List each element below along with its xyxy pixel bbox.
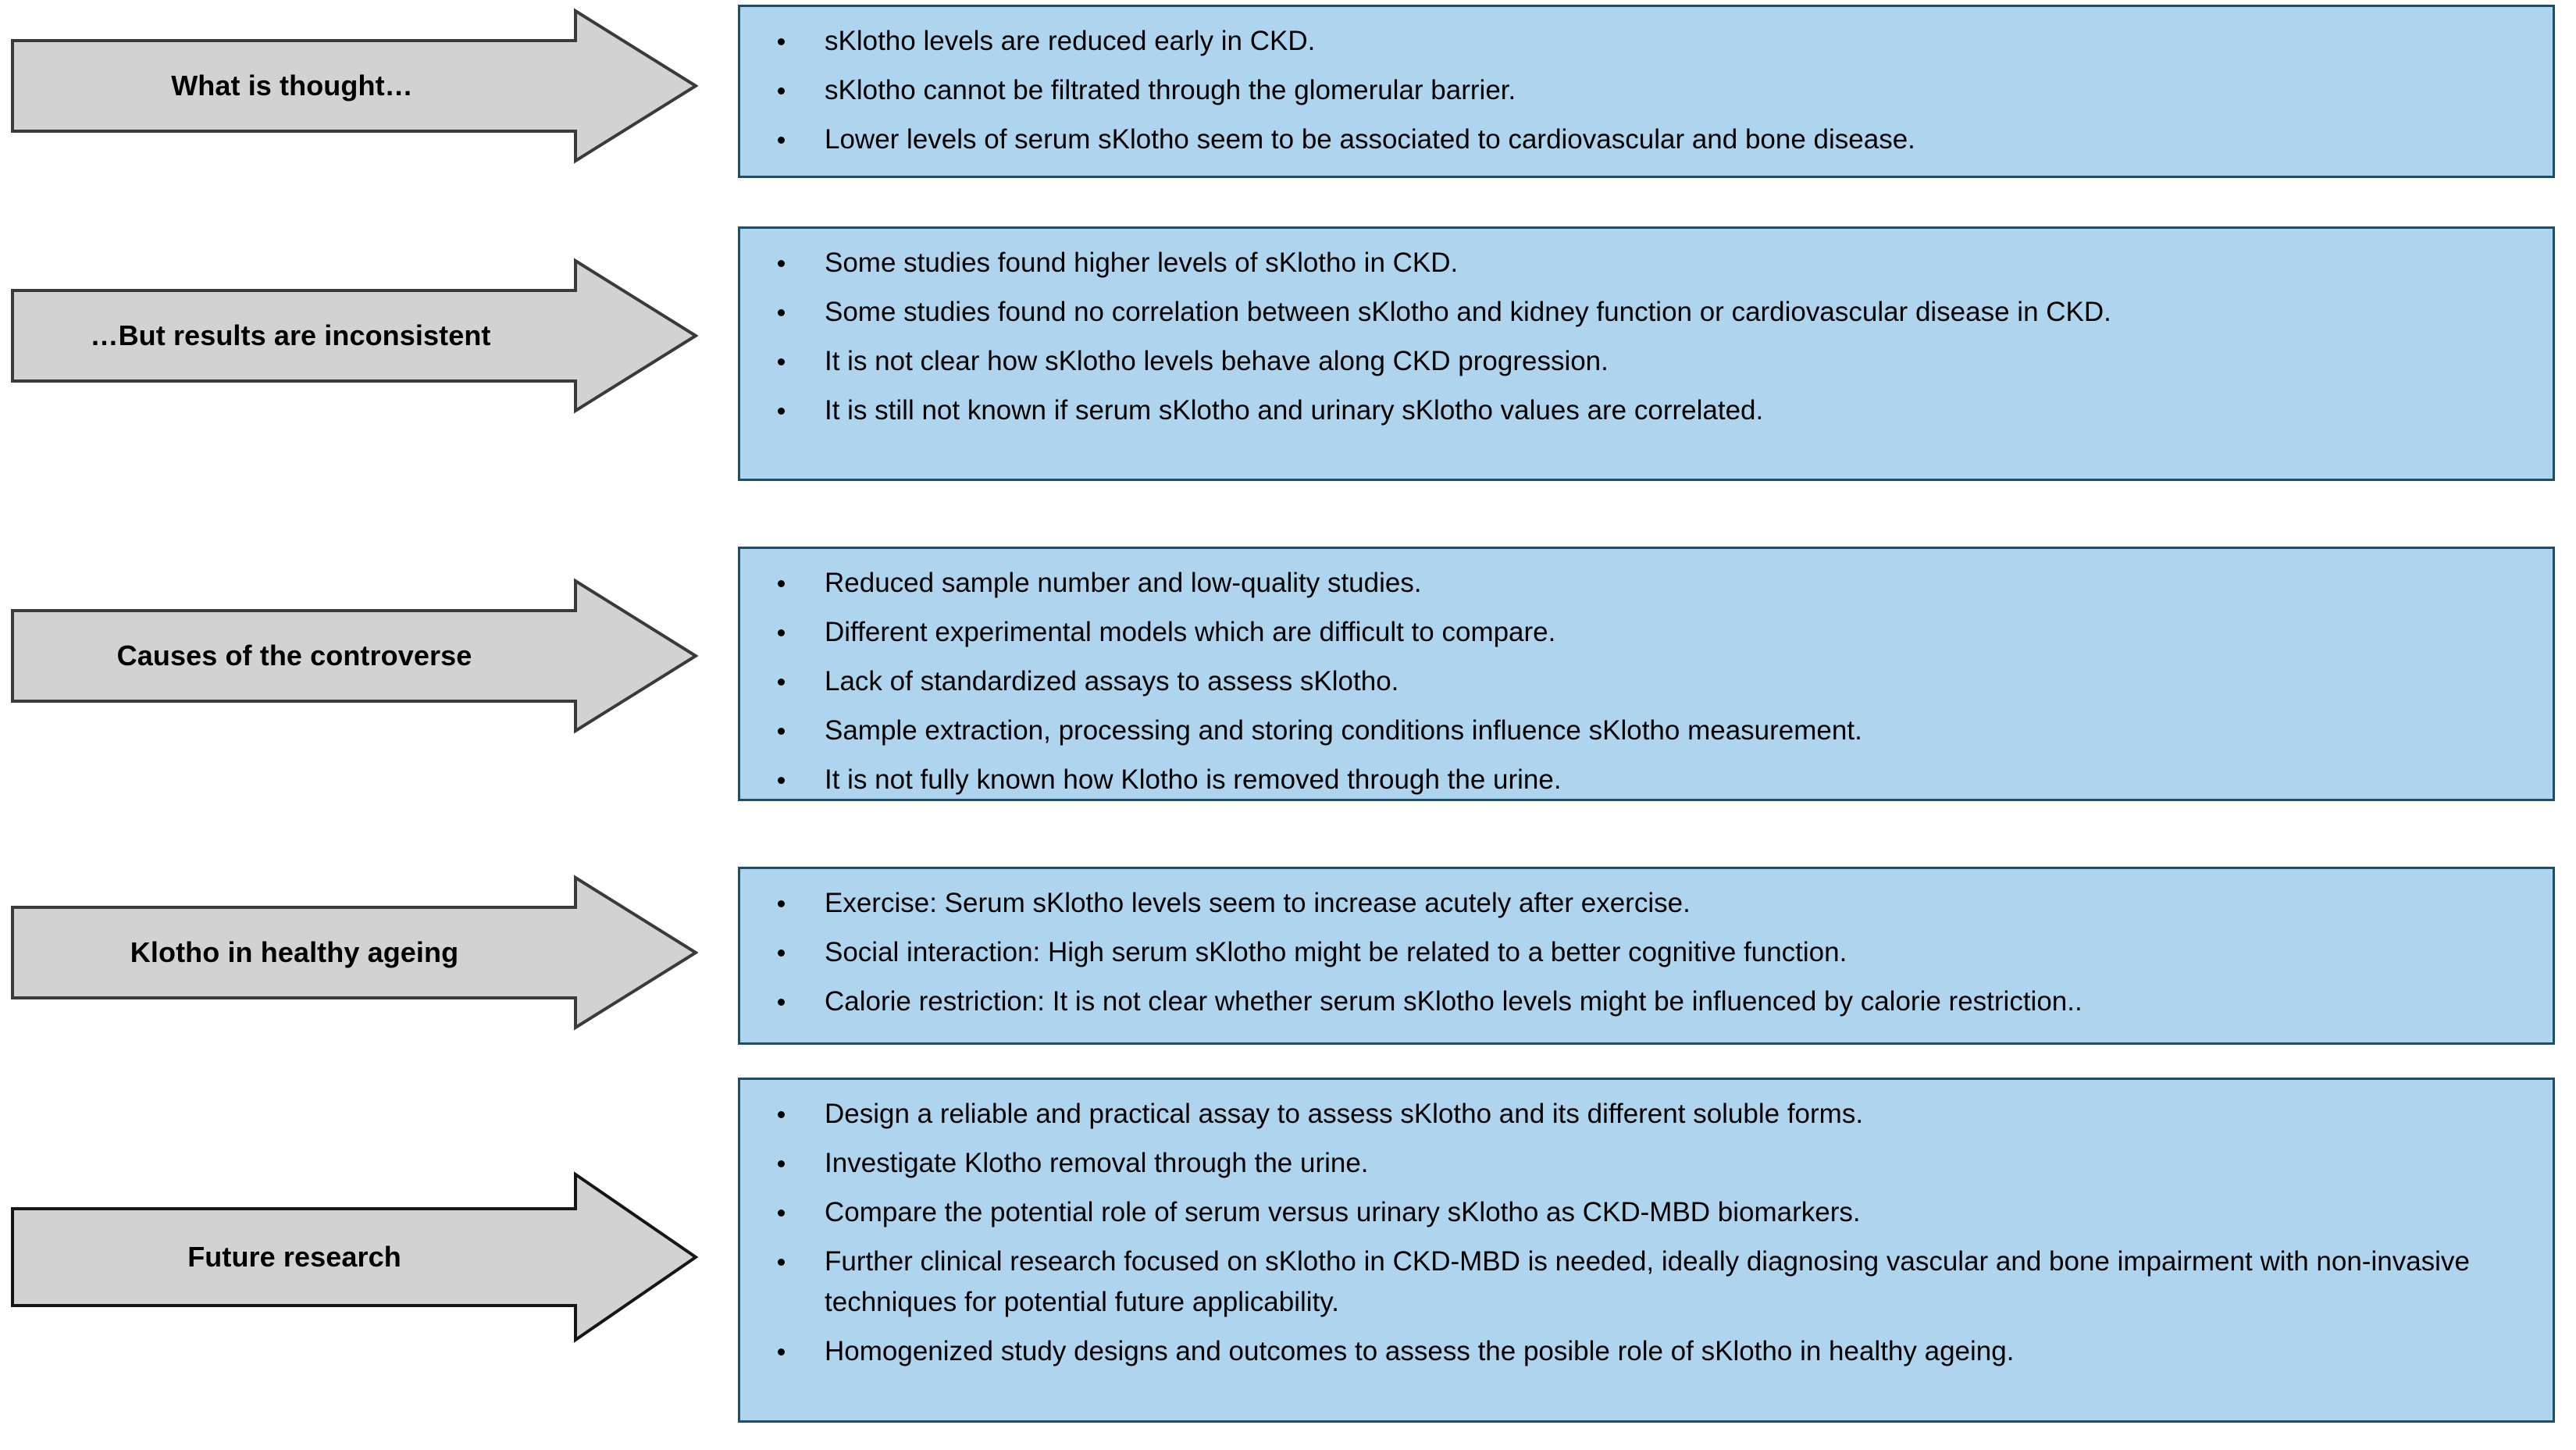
arrow-klotho-in-healthy-ageing: Klotho in healthy ageing — [11, 875, 698, 1031]
bullet-text: Sample extraction, processing and storin… — [825, 715, 1862, 746]
bullet-text: Investigate Klotho removal through the u… — [825, 1148, 1369, 1178]
list-item: Design a reliable and practical assay to… — [764, 1094, 2532, 1135]
bullet-dot-icon — [778, 777, 785, 784]
list-item: sKlotho levels are reduced early in CKD. — [764, 21, 2532, 62]
right-arrow-icon — [11, 1171, 698, 1343]
section-row-klotho-in-healthy-ageing: Klotho in healthy ageing Exercise: Serum… — [0, 851, 2576, 1078]
arrow-label-future-research: Future research — [187, 1241, 401, 1273]
bullet-dot-icon — [778, 87, 785, 94]
bullet-text: It is not fully known how Klotho is remo… — [825, 764, 1562, 795]
list-item: Investigate Klotho removal through the u… — [764, 1143, 2532, 1184]
bullet-text: Compare the potential role of serum vers… — [825, 1197, 1861, 1227]
arrow-causes-of-the-controverse: Causes of the controverse — [11, 578, 698, 734]
bullet-dot-icon — [778, 900, 785, 907]
bullet-text: Reduced sample number and low-quality st… — [825, 568, 1422, 598]
bullet-dot-icon — [778, 1259, 785, 1266]
bullet-text: Some studies found no correlation betwee… — [825, 297, 2111, 327]
bullet-text: It is not clear how sKlotho levels behav… — [825, 346, 1609, 376]
list-item: Compare the potential role of serum vers… — [764, 1192, 2532, 1233]
bullet-dot-icon — [778, 137, 785, 144]
bullet-text: Social interaction: High serum sKlotho m… — [825, 937, 1847, 967]
bullet-text: Lower levels of serum sKlotho seem to be… — [825, 124, 1915, 155]
bullet-text: sKlotho levels are reduced early in CKD. — [825, 26, 1316, 56]
arrow-but-results-are-inconsistent: …But results are inconsistent — [11, 258, 698, 414]
list-item: Different experimental models which are … — [764, 612, 2532, 653]
bullet-text: Different experimental models which are … — [825, 617, 1556, 647]
list-item: Lack of standardized assays to assess sK… — [764, 661, 2532, 702]
bullet-dot-icon — [778, 1348, 785, 1356]
list-item: Further clinical research focused on sKl… — [764, 1242, 2532, 1323]
content-box-future-research: Design a reliable and practical assay to… — [738, 1078, 2555, 1423]
list-item: Sample extraction, processing and storin… — [764, 711, 2532, 751]
bullet-dot-icon — [778, 309, 785, 316]
list-item: sKlotho cannot be filtrated through the … — [764, 70, 2532, 111]
arrow-label-what-is-thought: What is thought… — [171, 69, 413, 102]
bullet-dot-icon — [778, 999, 785, 1006]
bullet-dot-icon — [778, 358, 785, 365]
content-box-causes-of-the-controverse: Reduced sample number and low-quality st… — [738, 547, 2555, 801]
bullet-text: Lack of standardized assays to assess sK… — [825, 666, 1399, 696]
bullet-dot-icon — [778, 1160, 785, 1167]
arrow-label-but-results-are-inconsistent: …But results are inconsistent — [90, 319, 491, 351]
content-box-but-results-are-inconsistent: Some studies found higher levels of sKlo… — [738, 226, 2555, 481]
list-item: Lower levels of serum sKlotho seem to be… — [764, 119, 2532, 160]
section-row-what-is-thought: What is thought… sKlotho levels are redu… — [0, 0, 2576, 211]
list-item: Some studies found no correlation betwee… — [764, 292, 2532, 333]
section-row-but-results-are-inconsistent: …But results are inconsistent Some studi… — [0, 226, 2576, 515]
list-item: Reduced sample number and low-quality st… — [764, 563, 2532, 604]
bullet-dot-icon — [778, 949, 785, 957]
section-row-causes-of-the-controverse: Causes of the controverse Reduced sample… — [0, 547, 2576, 835]
list-item: Social interaction: High serum sKlotho m… — [764, 932, 2532, 973]
bullet-dot-icon — [778, 728, 785, 735]
section-row-future-research: Future research Design a reliable and pr… — [0, 1078, 2576, 1450]
bullet-text: Design a reliable and practical assay to… — [825, 1099, 1864, 1129]
bullet-text: Homogenized study designs and outcomes t… — [825, 1336, 2015, 1366]
bullet-list-causes-of-the-controverse: Reduced sample number and low-quality st… — [764, 563, 2532, 800]
bullet-dot-icon — [778, 1111, 785, 1118]
list-item: Exercise: Serum sKlotho levels seem to i… — [764, 883, 2532, 924]
bullet-dot-icon — [778, 408, 785, 415]
bullet-dot-icon — [778, 629, 785, 636]
right-arrow-icon — [11, 578, 698, 734]
bullet-dot-icon — [778, 260, 785, 267]
bullet-list-future-research: Design a reliable and practical assay to… — [764, 1094, 2532, 1372]
bullet-list-what-is-thought: sKlotho levels are reduced early in CKD.… — [764, 21, 2532, 160]
bullet-text: Exercise: Serum sKlotho levels seem to i… — [825, 888, 1691, 918]
content-box-what-is-thought: sKlotho levels are reduced early in CKD.… — [738, 5, 2555, 178]
bullet-text: Further clinical research focused on sKl… — [825, 1246, 2470, 1317]
arrow-future-research: Future research — [11, 1171, 698, 1343]
list-item: It is not fully known how Klotho is remo… — [764, 760, 2532, 800]
arrow-label-causes-of-the-controverse: Causes of the controverse — [116, 639, 472, 672]
right-arrow-icon — [11, 8, 698, 164]
bullet-dot-icon — [778, 679, 785, 686]
list-item: It is still not known if serum sKlotho a… — [764, 390, 2532, 431]
bullet-dot-icon — [778, 38, 785, 45]
bullet-text: sKlotho cannot be filtrated through the … — [825, 75, 1516, 105]
list-item: Calorie restriction: It is not clear whe… — [764, 982, 2532, 1022]
bullet-list-but-results-are-inconsistent: Some studies found higher levels of sKlo… — [764, 243, 2532, 431]
bullet-dot-icon — [778, 1210, 785, 1217]
right-arrow-icon — [11, 875, 698, 1031]
list-item: Some studies found higher levels of sKlo… — [764, 243, 2532, 283]
bullet-text: It is still not known if serum sKlotho a… — [825, 395, 1764, 426]
bullet-text: Some studies found higher levels of sKlo… — [825, 248, 1459, 278]
content-box-klotho-in-healthy-ageing: Exercise: Serum sKlotho levels seem to i… — [738, 867, 2555, 1045]
right-arrow-icon — [11, 258, 698, 414]
arrow-what-is-thought: What is thought… — [11, 8, 698, 164]
bullet-text: Calorie restriction: It is not clear whe… — [825, 986, 2083, 1017]
bullet-list-klotho-in-healthy-ageing: Exercise: Serum sKlotho levels seem to i… — [764, 883, 2532, 1022]
arrow-label-klotho-in-healthy-ageing: Klotho in healthy ageing — [130, 936, 459, 968]
list-item: Homogenized study designs and outcomes t… — [764, 1331, 2532, 1372]
list-item: It is not clear how sKlotho levels behav… — [764, 341, 2532, 382]
bullet-dot-icon — [778, 580, 785, 587]
